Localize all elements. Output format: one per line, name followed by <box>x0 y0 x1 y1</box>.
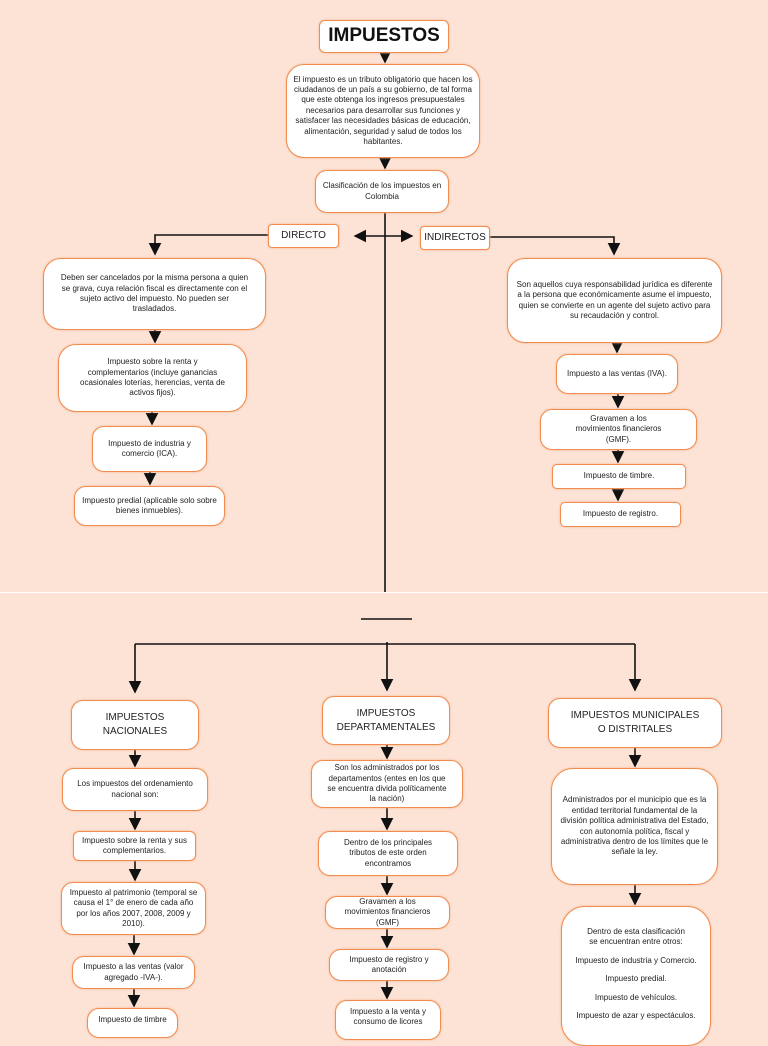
national-item-box: Impuesto al patrimonio (temporal se caus… <box>61 882 206 935</box>
national-description: Los impuestos del ordenamiento nacional … <box>77 779 193 799</box>
municipal-header-box: IMPUESTOS MUNICIPALES O DISTRITALES <box>548 698 722 748</box>
national-item-box: Impuesto de timbre <box>87 1008 178 1038</box>
national-item-box: Impuesto sobre la renta y sus complement… <box>73 831 196 861</box>
direct-item-box: Impuesto de industria y comercio (ICA). <box>92 426 207 472</box>
direct-item-box: Impuesto sobre la renta y complementario… <box>58 344 247 412</box>
national-item-box: Impuesto a las ventas (valor agregado -I… <box>72 956 195 989</box>
municipal-list-box: Dentro de esta clasificación se encuentr… <box>561 906 711 1046</box>
indirect-item-box: Gravamen a los movimientos financieros (… <box>540 409 697 450</box>
indirect-item-box: Impuesto de registro. <box>560 502 681 527</box>
definition-text: El impuesto es un tributo obligatorio qu… <box>293 74 473 146</box>
departmental-header-box: IMPUESTOS DEPARTAMENTALES <box>322 696 450 745</box>
indirect-item: Impuesto de timbre. <box>583 471 655 481</box>
indirect-item-box: Impuesto a las ventas (IVA). <box>556 354 678 394</box>
municipal-item: Impuesto predial. <box>605 974 667 984</box>
direct-description-box: Deben ser cancelados por la misma person… <box>43 258 266 330</box>
national-header-box: IMPUESTOS NACIONALES <box>71 700 199 750</box>
departmental-item: Gravamen a los movimientos financieros (… <box>344 896 431 927</box>
municipal-item: Impuesto de vehículos. <box>594 992 678 1002</box>
classification-text: Clasificación de los impuestos en Colomb… <box>322 181 442 201</box>
indirect-label: INDIRECTOS <box>424 232 486 243</box>
municipal-item: Impuesto de azar y espectáculos. <box>576 1010 696 1020</box>
departmental-header: IMPUESTOS DEPARTAMENTALES <box>336 707 436 733</box>
departmental-item: Impuesto a la venta y consumo de licores <box>349 1007 427 1027</box>
departmental-item: Impuesto de registro y anotación <box>349 954 429 974</box>
direct-label-box: DIRECTO <box>268 224 339 248</box>
national-header: IMPUESTOS NACIONALES <box>102 712 168 737</box>
departmental-description-box: Son los administrados por los departamen… <box>311 760 463 808</box>
departmental-item-box: Gravamen a los movimientos financieros (… <box>325 896 450 929</box>
municipal-description-box: Administrados por el municipio que es la… <box>551 768 718 885</box>
indirect-description-box: Son aquellos cuya responsabilidad jurídi… <box>507 258 722 343</box>
national-item: Impuesto sobre la renta y sus complement… <box>82 835 187 855</box>
national-item: Impuesto de timbre <box>98 1015 167 1024</box>
indirect-item: Gravamen a los movimientos financieros (… <box>575 413 662 444</box>
indirect-item-box: Impuesto de timbre. <box>552 464 686 489</box>
direct-item: Impuesto sobre la renta y complementario… <box>80 357 225 398</box>
indirect-description: Son aquellos cuya responsabilidad jurídi… <box>516 279 713 320</box>
direct-item: Impuesto predial (aplicable solo sobre b… <box>82 495 217 515</box>
direct-item: Impuesto de industria y comercio (ICA). <box>108 438 191 458</box>
connectors <box>127 50 642 1008</box>
national-item: Impuesto al patrimonio (temporal se caus… <box>69 887 198 928</box>
classification-box: Clasificación de los impuestos en Colomb… <box>315 170 449 213</box>
definition-box: El impuesto es un tributo obligatorio qu… <box>286 64 480 158</box>
indirect-item: Impuesto de registro. <box>582 509 659 519</box>
departmental-intro: Dentro de los principales tributos de es… <box>343 837 433 868</box>
municipal-item: Impuesto de industria y Comercio. <box>575 955 697 965</box>
municipal-intro: Dentro de esta clasificación se encuentr… <box>587 927 685 947</box>
title-box: IMPUESTOS <box>319 20 449 53</box>
direct-item-box: Impuesto predial (aplicable solo sobre b… <box>74 486 225 526</box>
municipal-header: IMPUESTOS MUNICIPALES O DISTRITALES <box>570 710 700 735</box>
national-description-box: Los impuestos del ordenamiento nacional … <box>62 768 208 811</box>
national-item: Impuesto a las ventas (valor agregado -I… <box>83 962 184 982</box>
departmental-intro-box: Dentro de los principales tributos de es… <box>318 831 458 876</box>
municipal-description: Administrados por el municipio que es la… <box>560 795 709 857</box>
indirect-item: Impuesto a las ventas (IVA). <box>567 368 667 378</box>
direct-description: Deben ser cancelados por la misma person… <box>60 273 249 314</box>
page-divider <box>0 592 768 593</box>
direct-label: DIRECTO <box>281 230 326 241</box>
title: IMPUESTOS <box>328 25 440 47</box>
departmental-item-box: Impuesto de registro y anotación <box>329 949 449 981</box>
indirect-label-box: INDIRECTOS <box>420 226 490 250</box>
departmental-item-box: Impuesto a la venta y consumo de licores <box>335 1000 441 1040</box>
departmental-description: Son los administrados por los departamen… <box>327 763 447 804</box>
